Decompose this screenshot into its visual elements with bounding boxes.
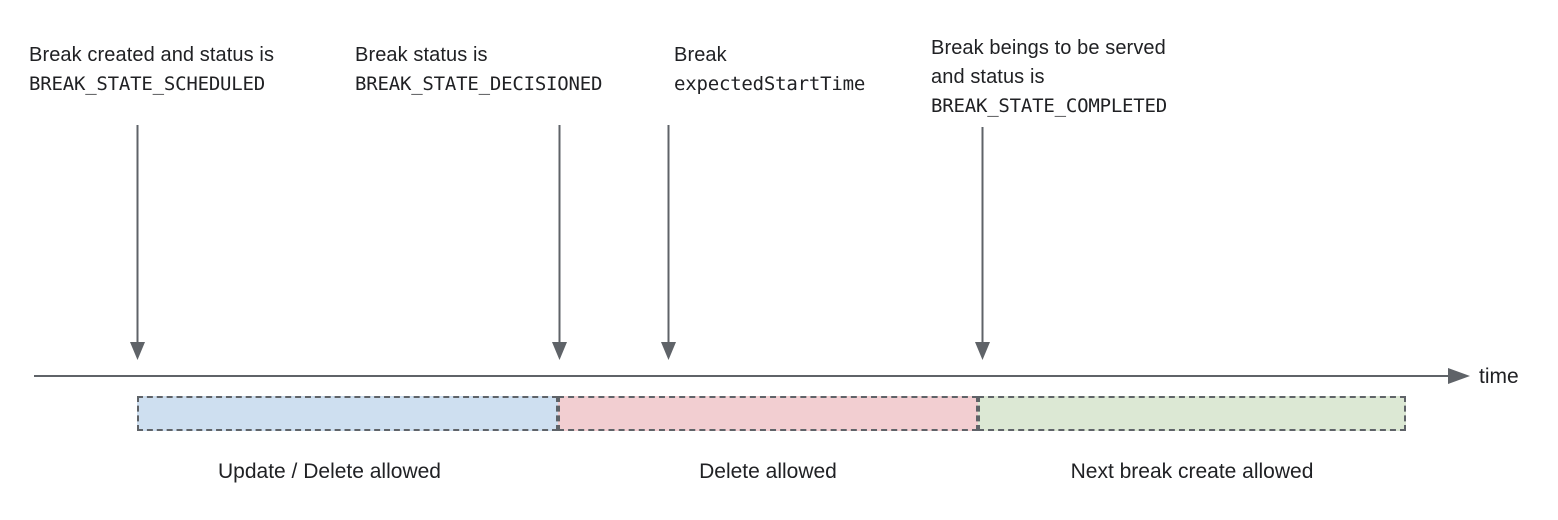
event-label-line-3: BREAK_STATE_COMPLETED (931, 95, 1168, 117)
event-label-line-1: Break status is (355, 44, 488, 66)
event-label-line-2: expectedStartTime (674, 73, 866, 95)
event-label-line-1: Break beings to be served (931, 37, 1166, 59)
phase-bar-delete-only (558, 396, 978, 431)
event-label-completed: Break beings to be served and status is … (931, 34, 1167, 121)
event-label-line-2: BREAK_STATE_DECISIONED (355, 73, 603, 95)
event-label-line-1: Break created and status is (29, 44, 275, 66)
phase-bar-update-delete (137, 396, 558, 431)
event-label-scheduled: Break created and status is BREAK_STATE_… (29, 41, 274, 99)
arrow-down-icon-decisioned (552, 125, 567, 360)
event-label-line-2: and status is (931, 66, 1045, 88)
time-axis-label: time (1479, 365, 1519, 388)
time-axis (34, 368, 1470, 384)
arrow-down-icon-completed (975, 127, 990, 360)
phase-caption-update-delete: Update / Delete allowed (218, 460, 441, 483)
event-label-line-1: Break (674, 44, 727, 66)
event-label-line-2: BREAK_STATE_SCHEDULED (29, 73, 266, 95)
arrow-down-icon-expected-start-time (661, 125, 676, 360)
phase-bar-next-break-create (978, 396, 1406, 431)
phase-caption-next-break-create: Next break create allowed (1070, 460, 1314, 483)
event-label-expected-start-time: Break expectedStartTime (674, 41, 865, 99)
phase-caption-delete-only: Delete allowed (699, 460, 837, 483)
arrow-down-icon-scheduled (130, 125, 145, 360)
event-label-decisioned: Break status is BREAK_STATE_DECISIONED (355, 41, 602, 99)
